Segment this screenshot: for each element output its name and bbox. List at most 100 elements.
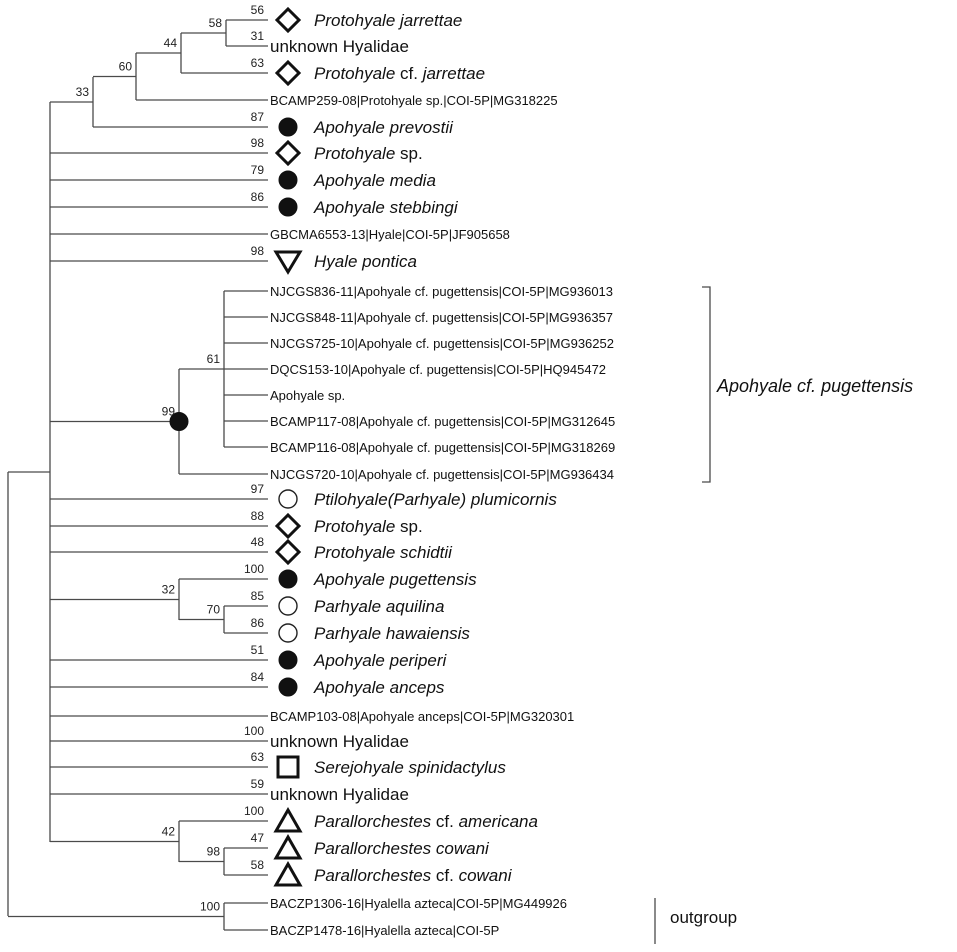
tree-edges: [7, 19, 268, 931]
leaf-t9: GBCMA6553-13|Hyale|COI-5P|JF905658: [270, 227, 510, 242]
triangle-up-open-icon: [273, 833, 303, 860]
leaf-t14: DQCS153-10|Apohyale cf. pugettensis|COI-…: [270, 362, 606, 377]
leaf-bootstrap: 31: [251, 29, 265, 43]
diamond-open-icon: [274, 59, 302, 87]
leaf-label: NJCGS848-11|Apohyale cf. pugettensis|COI…: [270, 310, 613, 325]
leaf-bootstrap: 84: [251, 670, 265, 684]
leaf-t30: 59 unknown Hyalidae: [251, 777, 409, 804]
leaf-label: unknown Hyalidae: [270, 785, 409, 804]
leaf-label: Apohyale prevostii: [313, 118, 454, 137]
leaf-bootstrap: 47: [251, 831, 265, 845]
leaf-label: Serejohyale spinidactylus: [314, 758, 506, 777]
leaf-t4: BCAMP259-08|Protohyale sp.|COI-5P|MG3182…: [270, 93, 558, 108]
triangle-down-open-icon: [273, 250, 303, 275]
leaf-label: Protohyale jarrettae: [314, 11, 462, 30]
leaf-label: unknown Hyalidae: [270, 732, 409, 751]
leaf-label: Apohyale pugettensis: [313, 570, 477, 589]
leaf-label: Apohyale media: [313, 171, 436, 190]
circle-open-icon: [278, 623, 298, 643]
clade-annotation: Apohyale cf. pugettensis: [702, 286, 913, 483]
outgroup-annotation: outgroup: [654, 898, 737, 944]
outgroup-label: outgroup: [670, 908, 737, 927]
leaf-t12: NJCGS848-11|Apohyale cf. pugettensis|COI…: [270, 310, 613, 325]
leaf-t13: NJCGS725-10|Apohyale cf. pugettensis|COI…: [270, 336, 614, 351]
node-bootstrap-n7: 70: [207, 603, 221, 617]
leaf-bootstrap: 88: [251, 509, 265, 523]
leaf-t2: 31 unknown Hyalidae: [251, 29, 409, 56]
circle-open-icon: [278, 489, 298, 509]
circle-filled-icon: [278, 569, 298, 589]
leaf-bootstrap: 85: [251, 589, 265, 603]
clade-bracket: [702, 286, 711, 483]
node-bootstrap-n9: 98: [207, 845, 221, 859]
leaf-label: Protohyale schidtii: [314, 543, 453, 562]
leaf-label: NJCGS725-10|Apohyale cf. pugettensis|COI…: [270, 336, 614, 351]
node-bootstrap-n12: 100: [200, 900, 220, 914]
leaf-label: BCAMP117-08|Apohyale cf. pugettensis|COI…: [270, 414, 615, 429]
leaf-bootstrap: 97: [251, 482, 265, 496]
leaf-label: Protohyale sp.: [314, 517, 423, 536]
leaf-t18: NJCGS720-10|Apohyale cf. pugettensis|COI…: [270, 467, 614, 482]
leaf-label: BACZP1478-16|Hyalella azteca|COI-5P: [270, 923, 499, 938]
circle-open-icon: [278, 596, 298, 616]
leaf-bootstrap: 100: [244, 804, 264, 818]
leaf-bootstrap: 48: [251, 535, 265, 549]
leaf-label: Apohyale anceps: [313, 678, 445, 697]
circle-filled-icon: [278, 170, 298, 190]
circle-filled-icon: [278, 650, 298, 670]
leaf-label: Parallorchestes cowani: [314, 839, 490, 858]
leaf-bootstrap: 79: [251, 163, 265, 177]
leaf-t27: BCAMP103-08|Apohyale anceps|COI-5P|MG320…: [270, 709, 574, 724]
triangle-up-open-icon: [273, 806, 303, 833]
leaf-t11: NJCGS836-11|Apohyale cf. pugettensis|COI…: [270, 284, 613, 299]
leaf-bootstrap: 51: [251, 643, 265, 657]
leaf-label: Hyale pontica: [314, 252, 417, 271]
circle-filled-icon: [278, 117, 298, 137]
triangle-up-open-icon: [273, 860, 303, 887]
node-bootstrap-n6: 99: [162, 405, 176, 419]
leaf-bootstrap: 58: [251, 858, 265, 872]
square-open-icon: [276, 755, 300, 779]
leaf-label: DQCS153-10|Apohyale cf. pugettensis|COI-…: [270, 362, 606, 377]
leaf-label: Parallorchestes cf. americana: [314, 812, 538, 831]
leaf-bootstrap: 63: [251, 750, 265, 764]
leaf-label: Apohyale sp.: [270, 388, 345, 403]
leaf-label: BACZP1306-16|Hyalella azteca|COI-5P|MG44…: [270, 896, 567, 911]
node-bootstrap-n4: 33: [76, 85, 90, 99]
node-bootstrap-n1: 58: [209, 16, 223, 30]
leaf-bootstrap: 86: [251, 616, 265, 630]
node-bootstrap-n2: 44: [164, 36, 178, 50]
diamond-open-icon: [274, 6, 302, 34]
leaf-label: Parhyale aquilina: [314, 597, 444, 616]
leaf-bootstrap: 56: [251, 3, 265, 17]
leaf-label: Parhyale hawaiensis: [314, 624, 470, 643]
node-marker-circle: [169, 412, 189, 431]
leaf-label: unknown Hyalidae: [270, 37, 409, 56]
diamond-open-icon: [274, 512, 302, 540]
leaf-bootstrap: 59: [251, 777, 265, 791]
leaf-label: GBCMA6553-13|Hyale|COI-5P|JF905658: [270, 227, 510, 242]
leaf-bootstrap: 86: [251, 190, 265, 204]
leaf-t16: BCAMP117-08|Apohyale cf. pugettensis|COI…: [270, 414, 615, 429]
